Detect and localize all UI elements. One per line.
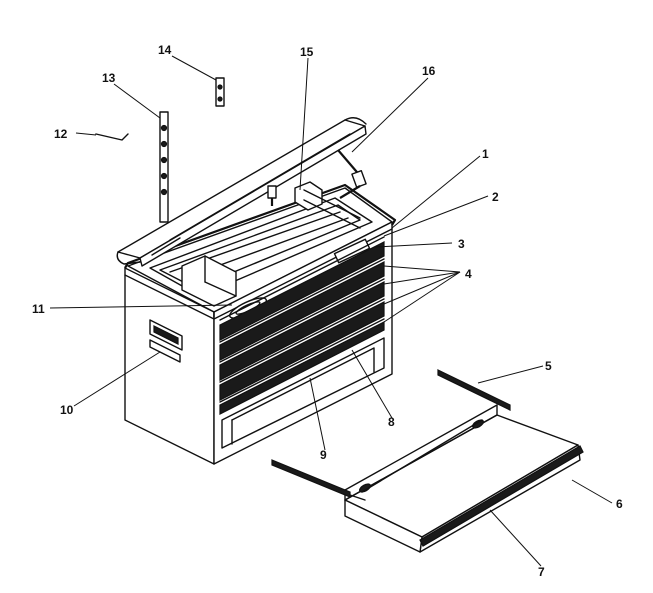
callout-1: 1 <box>482 147 489 161</box>
callout-12: 12 <box>54 127 68 141</box>
callout-11: 11 <box>32 302 45 316</box>
callout-14: 14 <box>158 43 172 57</box>
callout-15: 15 <box>300 45 314 59</box>
side-handle <box>149 319 183 363</box>
lock-bar <box>159 111 169 223</box>
lock-bracket <box>215 77 225 107</box>
callout-7: 7 <box>538 565 545 579</box>
callout-6: 6 <box>616 497 623 511</box>
callout-2: 2 <box>492 190 499 204</box>
callout-16: 16 <box>422 64 436 78</box>
chest-lid <box>116 117 367 267</box>
leader-lines <box>49 55 613 567</box>
top-tray-interior <box>149 181 373 307</box>
callout-labels: 1 2 3 4 5 6 7 8 9 10 11 12 13 14 15 16 <box>32 43 623 579</box>
removed-drawer <box>271 369 584 553</box>
callout-9: 9 <box>320 448 327 462</box>
drawer-stack <box>219 236 385 449</box>
callout-5: 5 <box>545 359 552 373</box>
callout-13: 13 <box>102 71 116 85</box>
lid-hinge <box>267 185 277 206</box>
callout-8: 8 <box>388 415 395 429</box>
lid-stay <box>337 149 367 199</box>
callout-4: 4 <box>465 267 472 281</box>
callout-10: 10 <box>60 403 74 417</box>
key <box>95 133 129 141</box>
callout-3: 3 <box>458 237 465 251</box>
